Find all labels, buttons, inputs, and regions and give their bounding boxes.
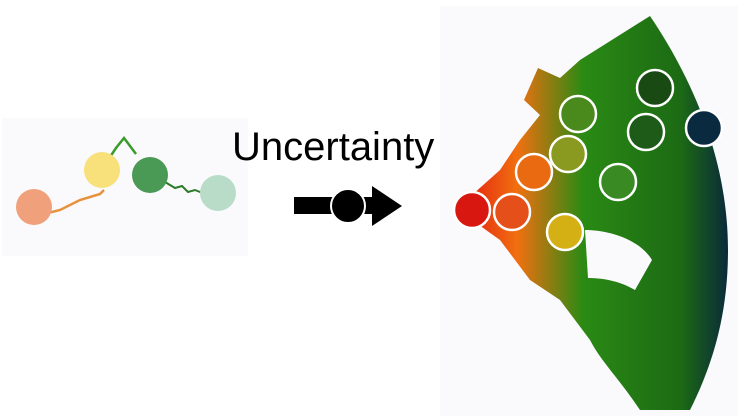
navy-marker [684, 108, 724, 148]
arrow [294, 186, 402, 226]
orange-red-marker [492, 192, 532, 232]
green-marker-a [558, 94, 598, 134]
left-markers [16, 152, 236, 225]
olive-marker [548, 134, 588, 174]
marker-1 [16, 189, 52, 225]
uncertainty-caption: Uncertainty [232, 125, 434, 169]
arrow-head [372, 186, 402, 226]
orange-marker [514, 152, 554, 192]
green-marker-b [598, 162, 638, 202]
orange-trace [39, 189, 105, 217]
red-marker [452, 190, 492, 230]
uncertainty-fan [465, 16, 728, 410]
dark-green-marker-a [626, 112, 666, 152]
gold-marker [545, 212, 585, 252]
dark-green-marker-b [635, 68, 675, 108]
fan-notch [585, 230, 652, 290]
green-tail-trace [164, 181, 206, 195]
arrow-dot [330, 188, 366, 224]
green-peak-trace [106, 135, 137, 161]
right-markers [452, 68, 724, 252]
marker-4 [200, 175, 236, 211]
marker-3 [132, 157, 168, 193]
marker-2 [84, 152, 120, 188]
